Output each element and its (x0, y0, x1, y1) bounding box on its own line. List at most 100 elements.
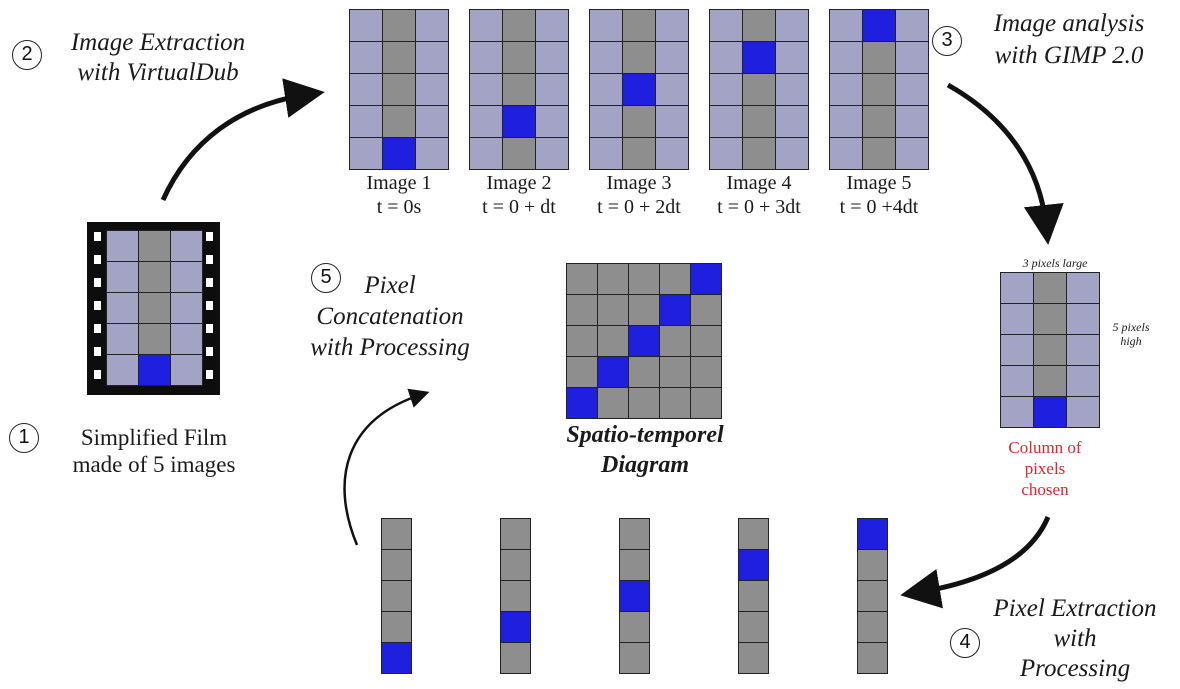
pixel-cell (139, 262, 170, 292)
pixel-cell (858, 519, 887, 549)
pixel-cell (503, 10, 535, 41)
pixel-cell (1034, 397, 1066, 427)
pixel-cell (660, 264, 690, 294)
pixel-cell (590, 74, 622, 105)
pixel-cell (776, 10, 808, 41)
pixel-cell (623, 138, 655, 169)
pixel-cell (623, 10, 655, 41)
sprocket-hole (94, 324, 101, 333)
pixel-cell (598, 326, 628, 356)
pixel-cell (382, 612, 411, 642)
pixel-cell (503, 42, 535, 73)
pixel-cell (620, 643, 649, 673)
pixel-cell (830, 74, 862, 105)
pixel-cell (896, 10, 928, 41)
pixel-column-4 (738, 518, 769, 674)
pixel-cell (743, 74, 775, 105)
pixel-cell (416, 138, 448, 169)
step-4-title: Pixel Extraction with Processing (993, 595, 1157, 682)
pixel-cell (590, 10, 622, 41)
pixel-cell (710, 42, 742, 73)
pixel-cell (739, 519, 768, 549)
frame-time: t = 0 + 3dt (717, 196, 801, 218)
pixel-cell (1001, 304, 1033, 334)
pixel-cell (171, 231, 202, 261)
frame-time: t = 0 + dt (482, 196, 556, 218)
pixel-cell (660, 388, 690, 418)
pixel-cell (710, 10, 742, 41)
arrow-film-to-frames (160, 78, 325, 202)
diagram-title: Spatio-temporel Diagram (566, 422, 724, 478)
pixel-cell (739, 581, 768, 611)
pixel-cell (743, 10, 775, 41)
sprocket-hole (206, 301, 213, 310)
pixel-cell (743, 42, 775, 73)
pixel-cell (383, 138, 415, 169)
pixel-cell (656, 74, 688, 105)
pixel-cell (171, 355, 202, 385)
pixel-cell (536, 138, 568, 169)
pixel-cell (743, 138, 775, 169)
pixel-cell (656, 42, 688, 73)
pixel-cell (858, 612, 887, 642)
step-5-marker: 5 (311, 263, 341, 293)
frame-time: t = 0 + 2dt (597, 196, 681, 218)
pixel-cell (620, 581, 649, 611)
pixel-cell (858, 581, 887, 611)
pixel-cell (416, 106, 448, 137)
pixel-cell (660, 295, 690, 325)
frame-image-1 (349, 9, 449, 170)
pixel-cell (896, 42, 928, 73)
pixel-cell (107, 262, 138, 292)
pixel-cell (691, 357, 721, 387)
step-2-title: Image Extraction with VirtualDub (70, 29, 246, 86)
analysis-grid (1000, 272, 1100, 428)
sprocket-hole (206, 324, 213, 333)
pixel-cell (567, 388, 597, 418)
pixel-cell (139, 324, 170, 354)
pixel-cell (382, 519, 411, 549)
pixel-cell (863, 74, 895, 105)
pixel-cell (739, 550, 768, 580)
pixel-cell (598, 295, 628, 325)
pixel-cell (629, 388, 659, 418)
pixel-cell (1067, 366, 1099, 396)
pixel-cell (830, 138, 862, 169)
pixel-cell (501, 550, 530, 580)
step-2-marker: 2 (12, 40, 42, 70)
pixel-cell (536, 10, 568, 41)
height-note: 5 pixels high (1112, 320, 1150, 348)
pixel-cell (382, 643, 411, 673)
pixel-cell (382, 550, 411, 580)
film-image (106, 230, 203, 386)
pixel-cell (171, 262, 202, 292)
pixel-cell (656, 138, 688, 169)
frame-time: t = 0s (376, 196, 422, 218)
pixel-cell (598, 264, 628, 294)
pixel-cell (629, 357, 659, 387)
sprocket-hole (206, 278, 213, 287)
pixel-cell (598, 357, 628, 387)
pixel-cell (470, 74, 502, 105)
pixel-cell (567, 357, 597, 387)
frame-label: Image 3 (606, 172, 672, 194)
pixel-cell (503, 74, 535, 105)
pixel-column-1 (381, 518, 412, 674)
sprocket-hole (94, 347, 101, 356)
sprocket-hole (94, 255, 101, 264)
step-3-marker: 3 (932, 26, 962, 56)
pixel-cell (350, 106, 382, 137)
pixel-cell (470, 106, 502, 137)
sprocket-hole (94, 232, 101, 241)
arrow-columns-to-diagram (343, 388, 430, 546)
step-3-title: Image analysis with GIMP 2.0 (993, 10, 1145, 69)
pixel-cell (656, 106, 688, 137)
sprocket-hole (94, 278, 101, 287)
pixel-cell (107, 355, 138, 385)
frame-image-3 (589, 9, 689, 170)
diagram-grid (566, 263, 722, 419)
column-note: Column of pixels chosen (1008, 438, 1082, 499)
pixel-cell (710, 106, 742, 137)
pixel-cell (776, 138, 808, 169)
